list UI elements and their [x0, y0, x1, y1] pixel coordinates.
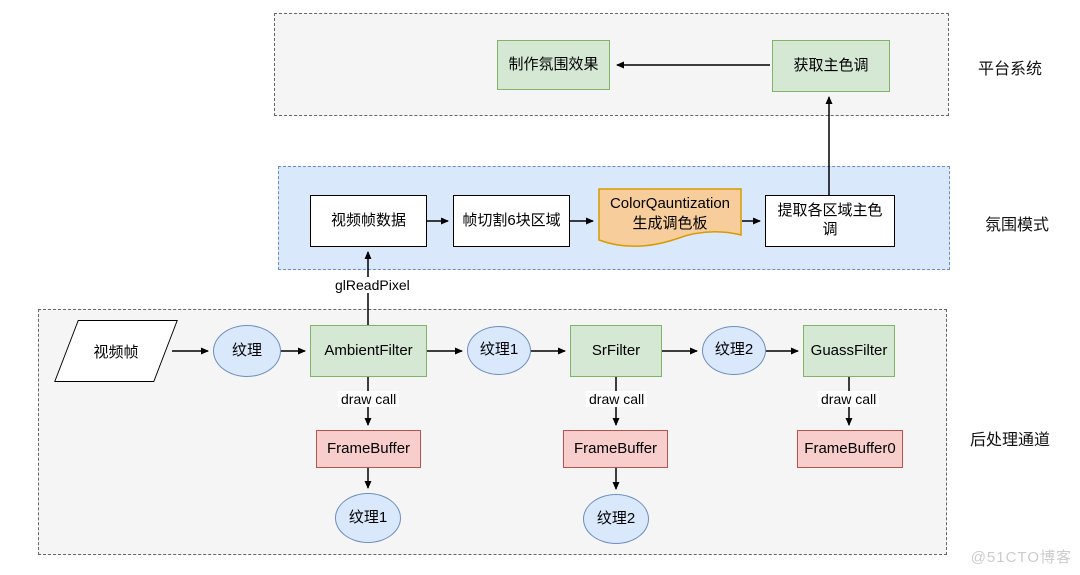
node-texture1-out: 纹理1 [335, 493, 401, 543]
node-get-main-color: 获取主色调 [772, 40, 890, 92]
document-label-line1: ColorQauntization [609, 195, 731, 212]
node-texture1: 纹理1 [467, 326, 531, 375]
node-texture: 纹理 [213, 325, 281, 377]
video-frame-label: 视频帧 [93, 343, 139, 361]
node-sr-filter: SrFilter [570, 325, 662, 377]
document-label-line2: 生成调色板 [632, 214, 708, 232]
edge-label-draw-call-a: draw call [338, 391, 400, 407]
node-framebuffer-a: FrameBuffer [316, 430, 421, 468]
region-label-platform-system: 平台系统 [978, 61, 1043, 78]
document-shape [598, 188, 742, 247]
node-color-quantization: ColorQauntization 生成调色板 [598, 188, 742, 254]
node-framebuffer-0: FrameBuffer0 [797, 430, 903, 468]
node-framebuffer-b: FrameBuffer [563, 430, 668, 468]
node-ambient-filter: AmbientFilter [310, 325, 427, 377]
edge-label-draw-call-b: draw call [586, 391, 648, 407]
watermark-51cto: @51CTO博客 [970, 549, 1072, 566]
node-video-frame-data: 视频帧数据 [310, 195, 427, 247]
node-make-ambient-effect: 制作氛围效果 [497, 40, 610, 90]
edge-label-draw-call-c: draw call [818, 391, 880, 407]
region-label-ambient-mode: 氛围模式 [985, 217, 1050, 234]
node-texture2-out: 纹理2 [583, 494, 649, 544]
node-extract-region-main-color: 提取各区域主色调 [765, 195, 895, 247]
document-label: ColorQauntization 生成调色板 [598, 194, 742, 233]
node-frame-split-6: 帧切割6块区域 [453, 195, 570, 247]
node-video-frame: 视频帧 [52, 320, 180, 382]
node-guass-filter: GuassFilter [803, 325, 895, 377]
region-label-post-process: 后处理通道 [970, 432, 1051, 449]
node-texture2: 纹理2 [702, 326, 766, 375]
edge-label-glreadpixel: glReadPixel [332, 277, 413, 293]
